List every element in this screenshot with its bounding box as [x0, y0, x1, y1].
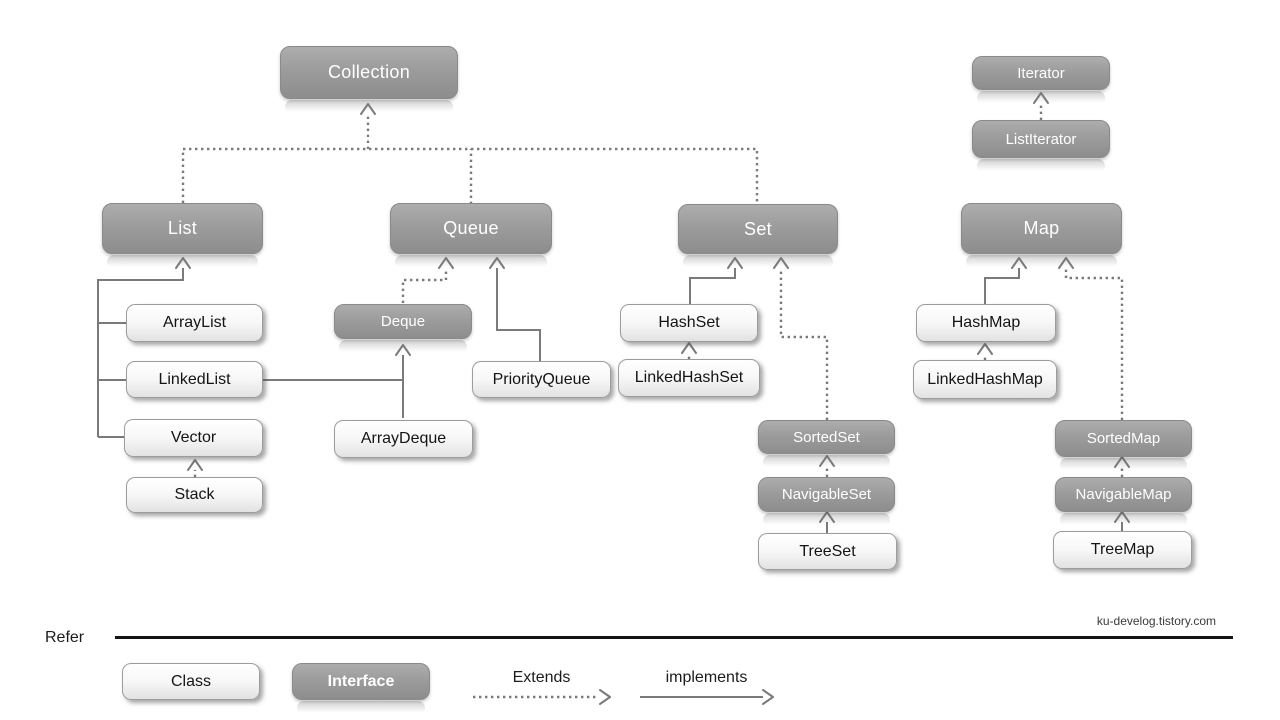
edge-navigablemap-extends-sortedmap	[1114, 456, 1130, 477]
node-label: ListIterator	[1005, 130, 1077, 148]
node-arraydeque-class: ArrayDeque	[334, 420, 473, 458]
edge-hashset-implements-set	[689, 257, 743, 304]
edge-list-queue-set-extends-collection	[181, 103, 759, 204]
edge-treeset-implements-navigableset	[819, 511, 835, 533]
node-label: Collection	[327, 62, 411, 82]
edge-list-implementations	[97, 257, 191, 438]
node-label: PriorityQueue	[492, 370, 591, 388]
node-label: Iterator	[1017, 64, 1065, 82]
node-hashmap-class: HashMap	[916, 304, 1056, 342]
node-linkedlist-class: LinkedList	[126, 361, 263, 398]
node-arraylist-class: ArrayList	[126, 304, 263, 342]
node-label: NavigableMap	[1075, 486, 1172, 503]
node-collection-interface: Collection	[280, 46, 458, 114]
node-label: TreeSet	[799, 542, 856, 560]
node-navigableset-interface: NavigableSet	[758, 477, 895, 527]
node-label: Map	[1023, 218, 1060, 238]
edge-linkedlist-arraydeque-implement-deque	[263, 344, 411, 418]
node-label: TreeMap	[1090, 541, 1155, 558]
node-treemap-class: TreeMap	[1053, 531, 1192, 569]
node-label: Deque	[380, 313, 426, 330]
node-map-interface: Map	[961, 203, 1122, 269]
node-label: HashSet	[658, 314, 720, 331]
node-hashset-class: HashSet	[620, 304, 758, 342]
edge-deque-extends-queue	[401, 257, 454, 303]
legend-divider-rule	[115, 636, 1233, 639]
node-vector-class: Vector	[124, 419, 263, 457]
legend-extends-label: Extends	[512, 669, 571, 686]
node-priorityqueue-class: PriorityQueue	[472, 361, 611, 398]
node-label: ArrayList	[162, 314, 227, 331]
node-label: Set	[744, 218, 772, 239]
node-label: LinkedHashMap	[927, 370, 1043, 388]
legend-interface-box: Interface	[292, 663, 430, 715]
node-list-interface: List	[102, 203, 263, 269]
legend-interface-label: Interface	[327, 672, 395, 690]
edge-hashmap-implements-map	[984, 257, 1027, 304]
node-linkedhashmap-class: LinkedHashMap	[913, 360, 1057, 399]
edge-stack-extends-vector	[187, 459, 203, 477]
legend-class-box: Class	[122, 663, 260, 700]
node-label: LinkedList	[158, 370, 231, 388]
edge-priorityqueue-implements-queue	[489, 257, 541, 361]
edge-listiterator-extends-iterator	[1033, 92, 1049, 120]
node-label: HashMap	[951, 314, 1021, 331]
node-label: SortedSet	[793, 428, 860, 446]
node-sortedmap-interface: SortedMap	[1055, 420, 1192, 472]
legend-class-label: Class	[170, 672, 211, 690]
node-set-interface: Set	[678, 204, 838, 269]
edge-sortedmap-extends-map	[1058, 257, 1124, 420]
node-stack-class: Stack	[126, 477, 263, 513]
node-queue-interface: Queue	[390, 203, 552, 269]
edge-linkedhashset-extends-hashset	[681, 342, 697, 359]
node-deque-interface: Deque	[334, 304, 472, 354]
edge-treemap-implements-navigablemap	[1114, 511, 1130, 531]
node-iterator-interface: Iterator	[972, 56, 1110, 105]
node-label: NavigableSet	[781, 486, 872, 503]
node-navigablemap-interface: NavigableMap	[1055, 477, 1192, 527]
edge-navigableset-extends-sortedset	[819, 455, 835, 477]
node-linkedhashset-class: LinkedHashSet	[618, 359, 760, 397]
node-label: LinkedHashSet	[634, 369, 744, 386]
node-label: SortedMap	[1086, 430, 1161, 447]
edge-linkedhashmap-extends-hashmap	[977, 343, 993, 360]
node-label: List	[167, 218, 198, 238]
node-treeset-class: TreeSet	[758, 533, 897, 570]
node-listiterator-interface: ListIterator	[972, 120, 1110, 173]
legend-extends-arrow	[473, 689, 611, 705]
edge-sortedset-extends-set	[773, 257, 829, 420]
node-label: Vector	[170, 429, 217, 446]
legend-implements-arrow	[640, 689, 774, 705]
watermark-text: ku-develog.tistory.com	[1096, 614, 1216, 628]
legend-implements-label: implements	[665, 669, 748, 686]
node-label: ArrayDeque	[360, 430, 447, 447]
legend-refer-label: Refer	[45, 629, 85, 646]
node-label: Queue	[443, 218, 499, 238]
node-sortedset-interface: SortedSet	[758, 420, 895, 469]
node-label: Stack	[174, 486, 215, 503]
